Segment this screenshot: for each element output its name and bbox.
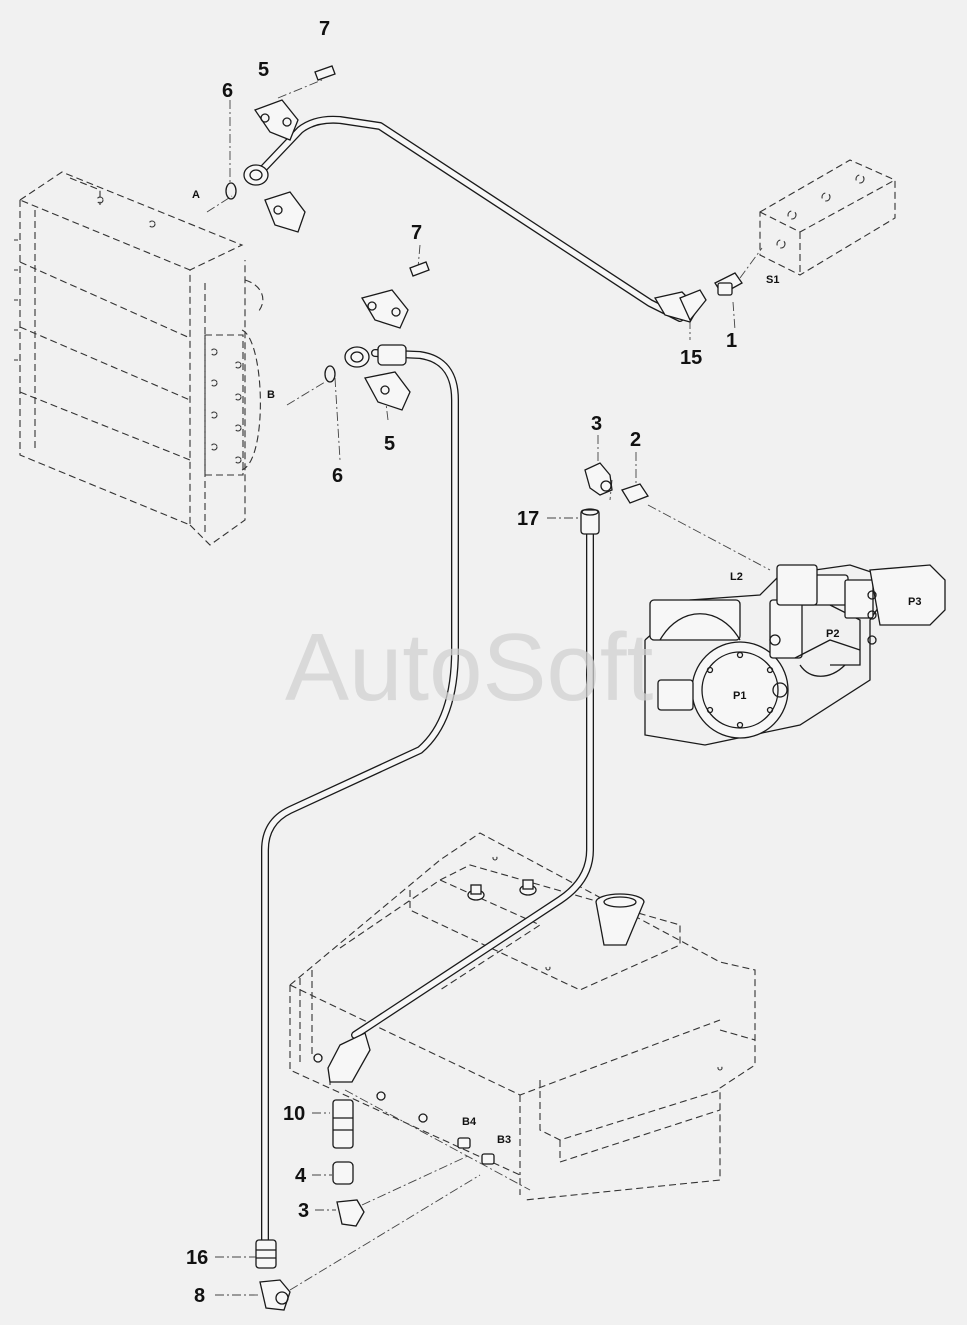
pipe-fittings [225,65,743,1311]
port-label: P2 [826,628,839,640]
port-label: A [192,189,200,201]
part-callouts: 7 5 6 7 5 6 15 1 3 2 17 10 4 3 16 8 [186,18,737,1307]
pipe-b-to-16 [261,349,459,1249]
part-number: 8 [194,1285,205,1307]
part-number: 5 [384,433,395,455]
port-label: B4 [462,1116,477,1128]
port-label: S1 [766,274,779,286]
hydraulic-tank [289,832,756,1201]
part-number: 3 [591,413,602,435]
pipe-a-to-s1 [258,115,684,322]
port-label: B3 [497,1134,511,1146]
part-number: 15 [680,347,702,369]
port-label: P1 [733,690,746,702]
part-number: 3 [298,1200,309,1222]
part-number: 7 [411,222,422,244]
port-label: L2 [730,571,743,583]
pipe-17-to-tank [351,526,594,1039]
part-number: 16 [186,1247,208,1269]
part-number: 10 [283,1103,305,1125]
part-number: 4 [295,1165,307,1187]
part-number: 6 [332,465,343,487]
pump-assembly [644,564,946,746]
part-number: 6 [222,80,233,102]
watermark-text: AutoSoft [285,614,653,721]
part-number: 1 [726,330,737,352]
valve-block-s1 [759,159,896,276]
port-labels: A B S1 L2 P1 P2 P3 B4 B3 [192,189,921,1146]
part-number: 17 [517,508,539,530]
port-label: B [267,389,275,401]
part-number: 2 [630,429,641,451]
oil-cooler [14,171,264,546]
part-number: 7 [319,18,330,40]
port-label: P3 [908,596,921,608]
part-number: 5 [258,59,269,81]
